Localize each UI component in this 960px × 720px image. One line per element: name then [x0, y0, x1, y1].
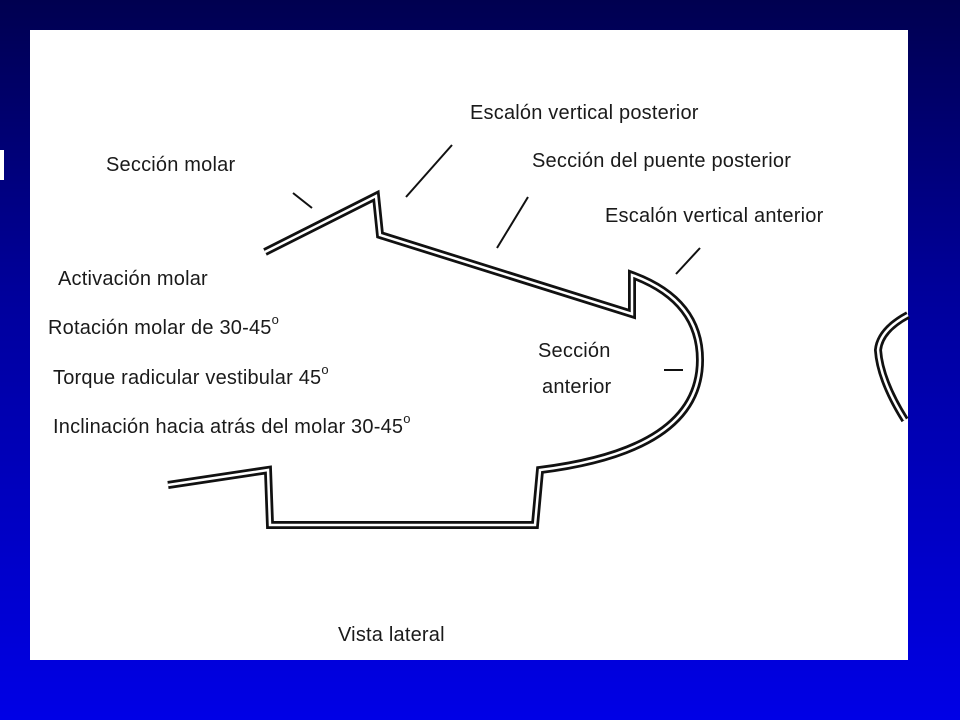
view-caption: Vista lateral: [338, 624, 445, 646]
leader-posterior-step: [405, 144, 453, 198]
label-molar-activation: Activación molar: [58, 268, 208, 290]
leader-lines: [292, 144, 701, 371]
label-molar-section: Sección molar: [106, 154, 236, 176]
degree-mark: o: [403, 411, 411, 426]
label-molar-rotation: Rotación molar de 30-45o: [48, 312, 280, 339]
label-anterior-step: Escalón vertical anterior: [605, 205, 824, 227]
lower-wire: [167, 359, 704, 529]
partial-loop: [873, 311, 910, 423]
leader-anterior-step: [675, 247, 701, 275]
label-anterior-section-line2: anterior: [542, 376, 612, 398]
label-posterior-step: Escalón vertical posterior: [470, 102, 699, 124]
label-molar-tipback: Inclinación hacia atrás del molar 30-45o: [53, 411, 411, 438]
label-posterior-bridge: Sección del puente posterior: [532, 150, 792, 172]
label-root-torque: Torque radicular vestibular 45o: [53, 362, 329, 389]
upper-wire: [263, 189, 704, 361]
leader-molar-section: [292, 192, 313, 209]
degree-mark: o: [321, 362, 329, 377]
label-anterior-section-line1: Sección: [538, 340, 611, 362]
degree-mark: o: [271, 312, 280, 327]
edge-mark: [0, 150, 4, 180]
leader-posterior-bridge: [496, 196, 529, 249]
diagram-panel: [30, 30, 908, 660]
